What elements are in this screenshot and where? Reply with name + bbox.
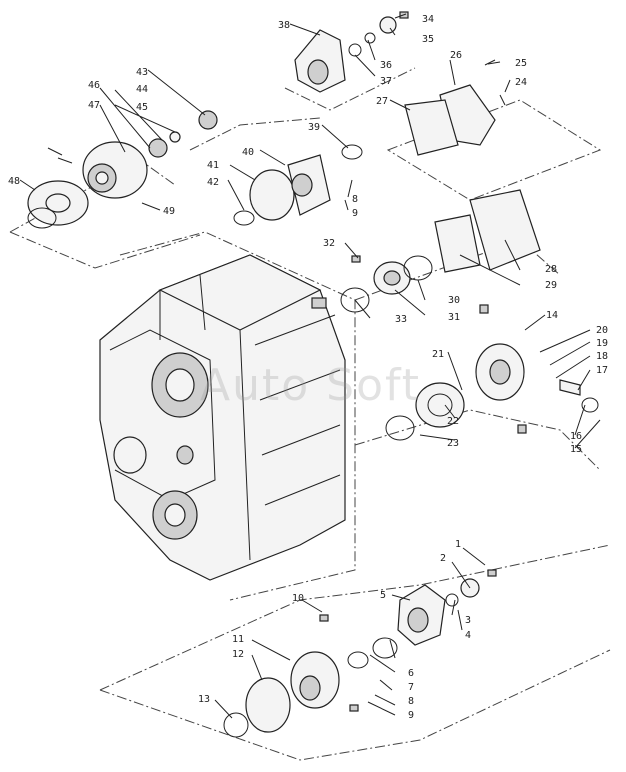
callout-27: 27 bbox=[376, 96, 388, 107]
callout-12: 12 bbox=[232, 649, 244, 660]
callout-38: 38 bbox=[278, 20, 290, 31]
callout-30: 30 bbox=[448, 295, 460, 306]
callout-33: 33 bbox=[395, 314, 407, 325]
callout-43: 43 bbox=[136, 67, 148, 78]
flange-assembly-11 bbox=[223, 614, 398, 738]
callout-44: 44 bbox=[136, 84, 148, 95]
callout-36: 36 bbox=[380, 60, 392, 71]
callout-29: 29 bbox=[545, 280, 557, 291]
cover-assembly-left bbox=[27, 110, 218, 229]
pump-assembly-14 bbox=[385, 304, 599, 441]
callout-20: 20 bbox=[596, 325, 608, 336]
callout-45: 45 bbox=[136, 102, 148, 113]
callout-13: 13 bbox=[198, 694, 210, 705]
callout-8-upper: 8 bbox=[352, 194, 358, 205]
callout-4: 4 bbox=[465, 630, 471, 641]
callout-7: 7 bbox=[408, 682, 414, 693]
bearing-assembly-31 bbox=[340, 255, 433, 313]
callout-39: 39 bbox=[308, 122, 320, 133]
callout-49: 49 bbox=[163, 206, 175, 217]
callout-35: 35 bbox=[422, 34, 434, 45]
callout-31: 31 bbox=[448, 312, 460, 323]
transmission-housing bbox=[99, 254, 346, 581]
callout-16: 16 bbox=[570, 431, 582, 442]
callout-47: 47 bbox=[88, 100, 100, 111]
callout-15: 15 bbox=[570, 444, 582, 455]
callout-19: 19 bbox=[596, 338, 608, 349]
leader-lines bbox=[19, 13, 601, 719]
callout-18: 18 bbox=[596, 351, 608, 362]
callout-2: 2 bbox=[440, 553, 446, 564]
callout-numbers: 1 2 3 4 5 6 7 8 9 10 11 12 13 14 15 16 1… bbox=[8, 14, 608, 721]
callout-3: 3 bbox=[465, 615, 471, 626]
watermark: Auto Soft bbox=[200, 360, 421, 411]
callout-22: 22 bbox=[447, 416, 459, 427]
callout-11: 11 bbox=[232, 634, 244, 645]
callout-42: 42 bbox=[207, 177, 219, 188]
flange-assembly-40 bbox=[233, 144, 363, 226]
callout-5: 5 bbox=[380, 590, 386, 601]
callout-25: 25 bbox=[515, 58, 527, 69]
callout-41: 41 bbox=[207, 160, 219, 171]
callout-6: 6 bbox=[408, 668, 414, 679]
callout-10: 10 bbox=[292, 593, 304, 604]
callout-8: 8 bbox=[408, 696, 414, 707]
callout-37: 37 bbox=[380, 76, 392, 87]
callout-9: 9 bbox=[408, 710, 414, 721]
callout-23: 23 bbox=[447, 438, 459, 449]
callout-21: 21 bbox=[432, 349, 444, 360]
callout-32: 32 bbox=[323, 238, 335, 249]
callout-48: 48 bbox=[8, 176, 20, 187]
flange-assembly-5 bbox=[397, 569, 497, 646]
cover-plates-right bbox=[404, 59, 541, 273]
callout-1: 1 bbox=[455, 539, 461, 550]
callout-26: 26 bbox=[450, 50, 462, 61]
flange-assembly-38 bbox=[294, 11, 409, 93]
callout-28: 28 bbox=[545, 264, 557, 275]
callout-24: 24 bbox=[515, 77, 527, 88]
callout-46: 46 bbox=[88, 80, 100, 91]
callout-40: 40 bbox=[242, 147, 254, 158]
callout-34: 34 bbox=[422, 14, 434, 25]
callout-9-upper: 9 bbox=[352, 208, 358, 219]
callout-17: 17 bbox=[596, 365, 608, 376]
callout-14: 14 bbox=[546, 310, 558, 321]
